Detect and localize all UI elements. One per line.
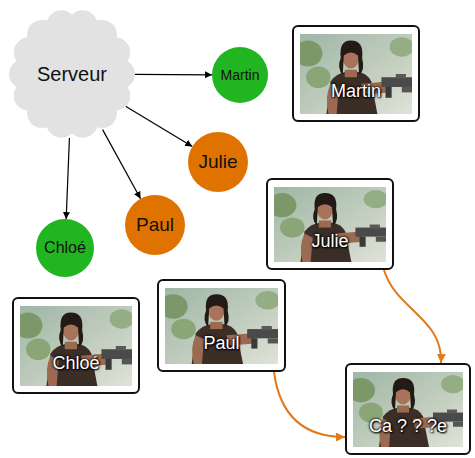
photo-chloe xyxy=(14,306,134,386)
photo-caption: Ca ? ? ?e xyxy=(369,416,447,438)
photo-julie xyxy=(268,187,388,262)
photo-frame: Paul xyxy=(157,279,286,372)
send-arrow xyxy=(66,138,69,219)
photo-caption: Julie xyxy=(311,231,348,253)
photo-unknown xyxy=(347,372,465,447)
photo-caption: Martin xyxy=(331,81,381,103)
photo-martin xyxy=(294,34,414,114)
photo-paul xyxy=(159,288,280,364)
photo-caption: Paul xyxy=(203,333,239,355)
merge-arrow xyxy=(384,270,441,363)
client-circle: Julie xyxy=(188,132,248,192)
send-arrow xyxy=(103,130,141,199)
photo-frame: Chloé xyxy=(12,297,140,394)
node-label: Martin xyxy=(221,67,260,84)
node-label: Chloé xyxy=(44,238,86,257)
photo-frame: Julie xyxy=(266,178,394,270)
photo-frame: Martin xyxy=(292,25,420,122)
client-circle: Paul xyxy=(125,195,185,255)
send-arrow xyxy=(126,106,193,146)
node-label: Serveur xyxy=(37,62,107,86)
server-cloud: Serveur xyxy=(8,8,136,140)
client-circle: Martin xyxy=(212,47,268,103)
send-arrow xyxy=(134,74,212,76)
node-label: Julie xyxy=(198,151,237,174)
client-circle: Chloé xyxy=(36,219,94,277)
photo-caption: Chloé xyxy=(52,353,99,375)
photo-frame: Ca ? ? ?e xyxy=(345,363,471,455)
merge-arrow xyxy=(274,372,345,437)
node-label: Paul xyxy=(136,214,174,237)
